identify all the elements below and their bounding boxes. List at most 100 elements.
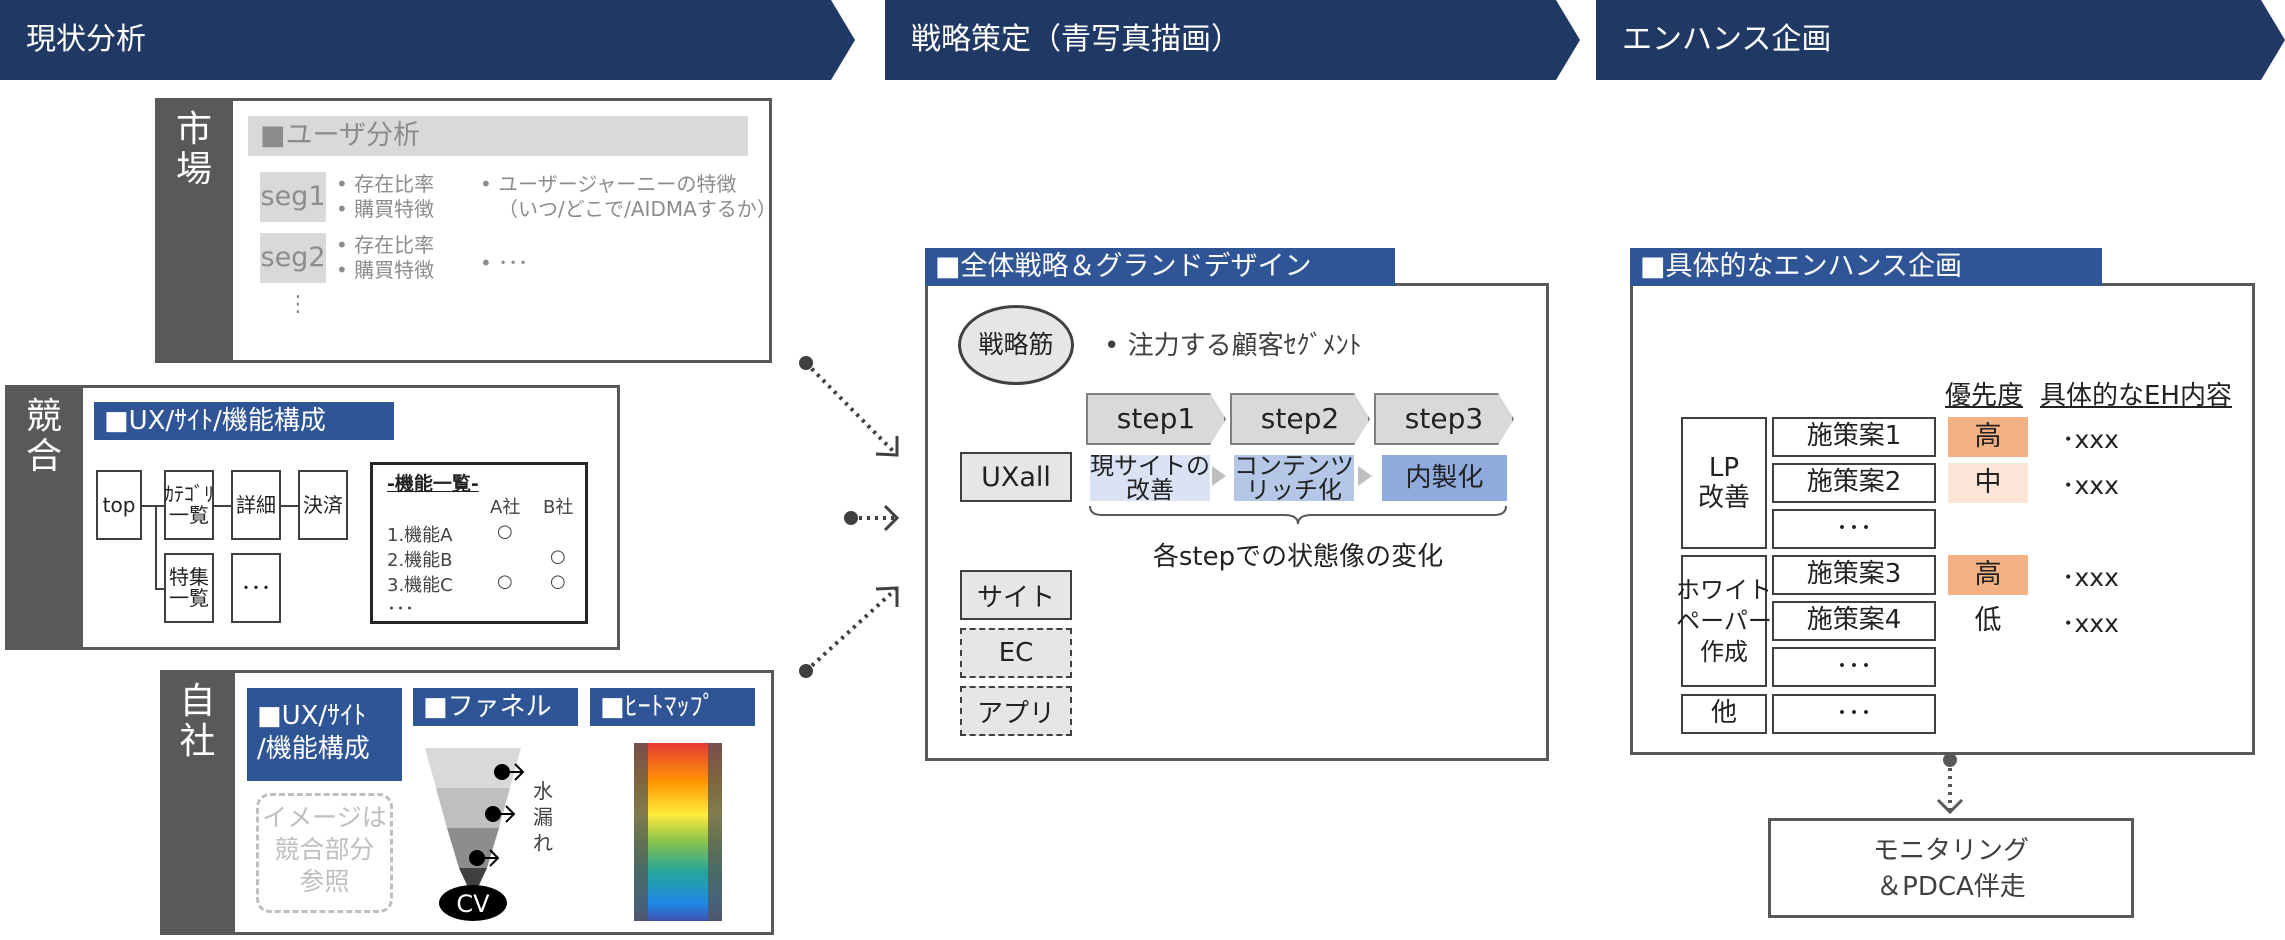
channel-ec: EC — [960, 628, 1072, 678]
channel-app: アプリ — [960, 686, 1072, 736]
feature-b-mark: ○ — [550, 571, 566, 592]
seg2-item: • 購買特徴 — [336, 258, 435, 282]
state-2: コンテンツ リッチ化 — [1234, 452, 1354, 504]
seg1-label: seg1 — [260, 172, 326, 222]
seg2-note: • ･･･ — [480, 251, 529, 275]
seg1-note: （いつ/どこで/AIDMAするか） — [498, 197, 777, 221]
own-side-text: 自社 — [179, 681, 216, 762]
arrow-head — [875, 436, 899, 457]
flow-more-text: ･･･ — [241, 575, 271, 600]
channel-site: サイト — [960, 570, 1072, 620]
strategy-axis: 戦略筋 — [958, 305, 1074, 385]
feature-b-mark: ○ — [550, 546, 566, 567]
arrow-from-own — [804, 586, 899, 673]
channel-site-text: サイト — [976, 582, 1055, 613]
flow-arrows — [799, 356, 900, 678]
arrow-head — [883, 504, 900, 532]
flow-top-page: top — [96, 470, 142, 540]
channel-app-text: アプリ — [976, 698, 1055, 729]
measure-text: ･･･ — [1836, 699, 1872, 728]
group-whitepaper: ホワイト ペーパー 作成 — [1676, 555, 1772, 687]
state-1: 現サイトの 改善 — [1090, 452, 1210, 504]
seg2-attributes: • 存在比率 • 購買特徴 — [336, 233, 434, 283]
market-side-label: 市場 — [155, 98, 233, 363]
step2-chevron: step2 — [1230, 393, 1370, 445]
priority-2: 中 — [1948, 463, 2028, 503]
seg1-attributes: • 存在比率 • 購買特徴 — [336, 172, 434, 222]
leak-arrow — [493, 805, 516, 823]
feature-list-box: -機能一覧- A社 B社 1.機能A○2.機能B○3.機能C○○ ･･･ — [370, 462, 588, 624]
measure-text: 施策案2 — [1806, 467, 1902, 498]
group-other-text: 他 — [1710, 698, 1737, 729]
flow-connector — [280, 505, 298, 507]
col-priority: 優先度 — [1945, 381, 2024, 411]
state-arrow — [1212, 466, 1226, 486]
competition-ux-header: ■UX/ｻｲﾄ/機能構成 — [94, 402, 394, 440]
measure-text: 施策案3 — [1806, 559, 1902, 590]
phase-enhance: エンハンス企画 — [1596, 0, 2285, 80]
step1-chevron: step1 — [1086, 393, 1226, 445]
group-other: 他 — [1681, 694, 1767, 734]
monitoring-arrow — [1936, 753, 1964, 815]
state-arrow — [1358, 466, 1372, 486]
arrow-head — [875, 586, 899, 607]
measure-more-3: ･･･ — [1772, 694, 1936, 734]
flow-category-text: ｶﾃｺﾞﾘ 一覧 — [164, 482, 214, 527]
monitoring-box: モニタリング ＆PDCA伴走 — [1768, 818, 2134, 918]
eh-detail-1: ･xxx — [2062, 425, 2119, 454]
state-caption: 各stepでの状態像の変化 — [1152, 542, 1444, 572]
feature-a-mark: ○ — [497, 521, 513, 542]
measure-more-1: ･･･ — [1772, 509, 1936, 549]
measure-text: ･･･ — [1836, 652, 1872, 681]
heatmap-side-shade — [708, 743, 722, 921]
user-analysis-header: ■ユーザ分析 — [248, 116, 748, 156]
priority-4: 低 — [1974, 605, 2002, 636]
flow-connector — [155, 588, 164, 590]
market-side-text: 市場 — [175, 109, 212, 190]
measure-more-2: ･･･ — [1772, 647, 1936, 687]
eh-detail-3: ･xxx — [2062, 563, 2119, 592]
seg1-journey: • ユーザージャーニーの特徴 （いつ/どこで/AIDMAするか） — [480, 172, 777, 222]
measure-3: 施策案3 — [1772, 555, 1936, 595]
own-funnel-header: ■ファネル — [413, 688, 578, 726]
heatmap-image — [634, 743, 722, 921]
competition-side-label: 競合 — [5, 385, 83, 650]
funnel-stage-4 — [459, 868, 487, 898]
state-brace — [1089, 505, 1507, 525]
feature-name: 1.機能A — [387, 525, 453, 546]
funnel-chart — [425, 748, 525, 921]
flow-category-page: ｶﾃｺﾞﾘ 一覧 — [164, 470, 214, 540]
flow-checkout-text: 決済 — [303, 492, 343, 517]
phase-strategy: 戦略策定（青写真描画） — [885, 0, 1580, 80]
seg2-item: • 存在比率 — [336, 233, 435, 257]
seg1-note: • ユーザージャーニーの特徴 — [480, 172, 737, 196]
feature-list-title: -機能一覧- — [387, 473, 479, 495]
uxall-text: UXall — [981, 461, 1051, 493]
image-reference-note: イメージは 競合部分 参照 — [256, 793, 393, 913]
focus-segment-text: • 注力する顧客ｾｸﾞﾒﾝﾄ — [1104, 331, 1362, 361]
arrow-from-market — [804, 361, 899, 457]
measure-2: 施策案2 — [1772, 463, 1936, 503]
leak-arrow — [502, 763, 525, 781]
eh-detail-4: ･xxx — [2062, 609, 2119, 638]
own-ux-header: ■UX/ｻｲﾄ /機能構成 — [247, 688, 402, 781]
flow-checkout-page: 決済 — [298, 470, 348, 540]
feature-name: 3.機能C — [387, 575, 453, 596]
eh-detail-2: ･xxx — [2062, 471, 2119, 500]
own-side-label: 自社 — [160, 670, 235, 935]
state-3: 内製化 — [1382, 455, 1507, 501]
flow-more-pages: ･･･ — [231, 553, 281, 623]
cv-label: CV — [456, 890, 490, 918]
priority-3: 高 — [1948, 555, 2028, 595]
measure-1: 施策案1 — [1772, 417, 1936, 457]
group-whitepaper-text: ホワイト ペーパー 作成 — [1676, 575, 1772, 666]
feature-name: 2.機能B — [387, 550, 453, 571]
channel-ec-text: EC — [998, 638, 1034, 668]
priority-1: 高 — [1948, 417, 2028, 457]
leak-label: 水 漏 れ — [533, 779, 553, 855]
flow-connector — [214, 505, 231, 507]
flow-connector — [155, 505, 157, 589]
group-lp-text: LP 改善 — [1697, 453, 1750, 513]
column-a: A社 — [490, 497, 521, 518]
measure-text: ･･･ — [1836, 514, 1872, 543]
